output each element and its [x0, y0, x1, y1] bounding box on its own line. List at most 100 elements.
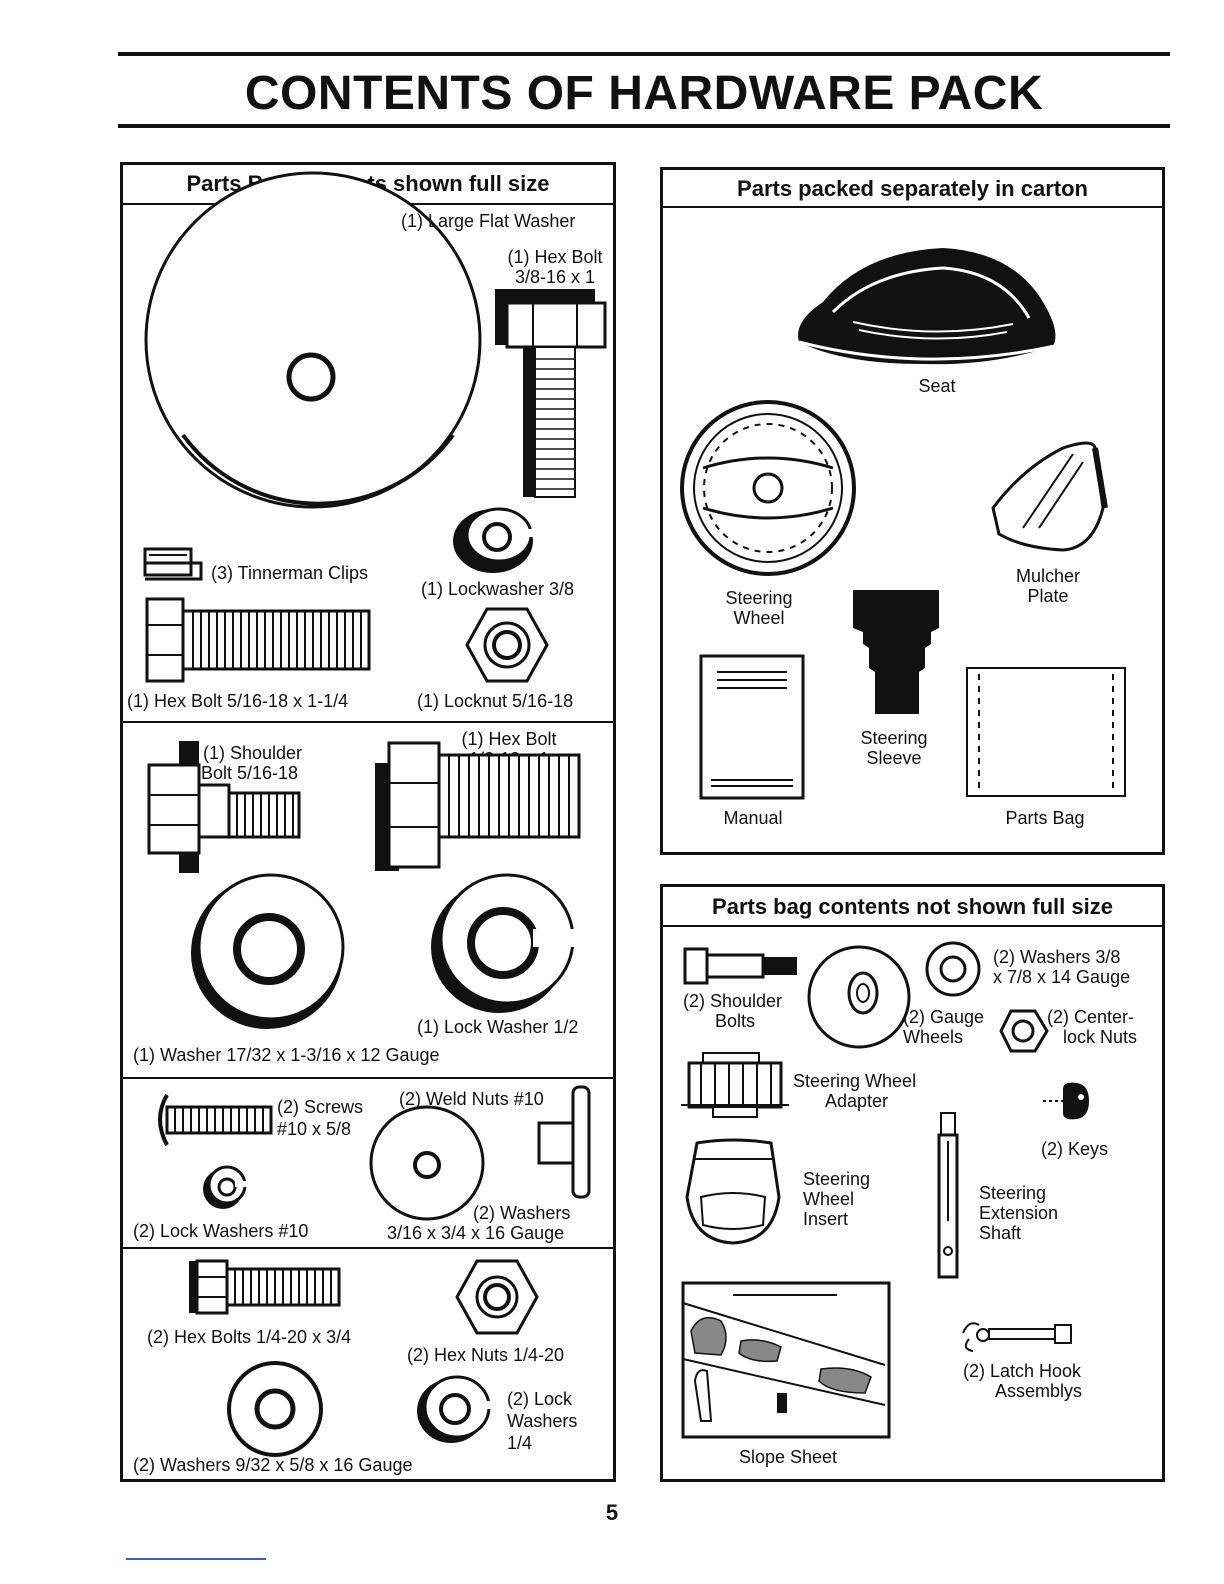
- steering-wheel-adapter-icon: [681, 1052, 789, 1118]
- title-bottom-rule: [118, 124, 1170, 128]
- shoulder-bolts-label-1: (2) Shoulder: [683, 991, 783, 1011]
- hex-bolt-1-4-icon: [189, 1259, 341, 1315]
- shoulder-bolts-icon: [683, 947, 797, 985]
- hex-bolt-3-8-label-2: 3/8-16 x 1: [514, 267, 596, 287]
- washer-17-32-label: (1) Washer 17/32 x 1-3/16 x 12 Gauge: [133, 1045, 440, 1065]
- manual-label: Manual: [723, 808, 783, 828]
- hex-bolt-1-2-icon: [375, 741, 581, 871]
- parts-bag-not-full-size-panel: Parts bag contents not shown full size (…: [660, 884, 1165, 1482]
- lock-washers-1-4-label-1: (2) Lock: [507, 1389, 573, 1409]
- washer-17-32-icon: [191, 873, 345, 1029]
- steering-wheel-label-2: Wheel: [733, 608, 785, 628]
- shoulder-bolt-icon: [147, 741, 301, 873]
- mulcher-plate-label-2: Plate: [1027, 586, 1069, 606]
- screws-label-2: #10 x 5/8: [277, 1119, 352, 1139]
- seat-label: Seat: [918, 376, 956, 396]
- screws-label-1: (2) Screws: [277, 1097, 364, 1117]
- tinnerman-clip-icon: [143, 547, 203, 581]
- manual-icon: [699, 654, 805, 800]
- title-top-rule: [118, 52, 1170, 56]
- gauge-wheels-label-2: Wheels: [903, 1027, 964, 1047]
- carton-panel-header: Parts packed separately in carton: [663, 170, 1162, 208]
- section-1: (1) Large Flat Washer (1) Hex Bolt 3/8-1…: [123, 171, 613, 723]
- hex-bolts-1-4-label: (2) Hex Bolts 1/4-20 x 3/4: [147, 1327, 352, 1347]
- mulcher-plate-icon: [991, 441, 1108, 552]
- shoulder-bolt-label-1: (1) Shoulder: [203, 743, 303, 763]
- gauge-wheel-icon: [807, 945, 911, 1049]
- washers-9-32-label: (2) Washers 9/32 x 5/8 x 16 Gauge: [133, 1455, 413, 1475]
- latch-hook-label-1: (2) Latch Hook: [963, 1361, 1082, 1381]
- hex-bolt-5-16-label: (1) Hex Bolt 5/16-18 x 1-1/4: [127, 691, 349, 711]
- hex-bolt-3-8-icon: [495, 289, 607, 498]
- lock-washers-1-4-label-2: Washers: [507, 1411, 578, 1431]
- steering-wheel-insert-icon: [685, 1138, 781, 1245]
- parts-bag-full-size-panel: Parts Bag contents shown full size (1) L…: [120, 162, 616, 1482]
- steering-sleeve-label-2: Sleeve: [866, 748, 922, 768]
- shoulder-bolts-label-2: Bolts: [715, 1011, 756, 1031]
- ext-shaft-label-2: Extension: [979, 1203, 1059, 1223]
- page-title: CONTENTS OF HARDWARE PACK: [244, 67, 1044, 120]
- steering-sleeve-label-1: Steering: [860, 728, 928, 748]
- hex-bolt-5-16-icon: [145, 597, 371, 683]
- tinnerman-clips-label: (3) Tinnerman Clips: [211, 563, 369, 583]
- lock-washers-1-4-label-3: 1/4: [507, 1433, 533, 1453]
- locknut-5-16-label: (1) Locknut 5/16-18: [417, 691, 574, 711]
- parts-bag-icon: [966, 667, 1126, 797]
- hex-nuts-1-4-label: (2) Hex Nuts 1/4-20: [407, 1345, 565, 1365]
- lock-washer-10-icon: [203, 1165, 247, 1209]
- steering-extension-shaft-icon: [937, 1112, 959, 1279]
- lockwasher-3-8-icon: [453, 507, 533, 573]
- page-number: 5: [605, 1500, 619, 1525]
- large-flat-washer-icon: [144, 171, 482, 509]
- lock-washer-1-2-label: (1) Lock Washer 1/2: [417, 1017, 579, 1037]
- washers-3-16-label-2: 3/16 x 3/4 x 16 Gauge: [387, 1223, 565, 1243]
- hex-bolt-3-8-label-1: (1) Hex Bolt: [507, 247, 603, 267]
- parts-bag-not-full-size-header: Parts bag contents not shown full size: [663, 887, 1162, 927]
- steering-sleeve-icon: [853, 590, 939, 714]
- carton-panel: Parts packed separately in carton Seat S…: [660, 167, 1165, 855]
- washers-3-16-label-1: (2) Washers: [473, 1203, 571, 1223]
- centerlock-nuts-label-2: lock Nuts: [1063, 1027, 1138, 1047]
- gauge-wheels-label-1: (2) Gauge: [903, 1007, 985, 1027]
- steering-wheel-label-1: Steering: [725, 588, 793, 608]
- washers-3-8-label-2: x 7/8 x 14 Gauge: [993, 967, 1131, 987]
- lock-washer-1-2-icon: [431, 873, 579, 1013]
- ext-shaft-label-3: Shaft: [979, 1223, 1022, 1243]
- section-4: (2) Hex Bolts 1/4-20 x 3/4 (2) Hex Nuts …: [123, 1249, 613, 1479]
- shoulder-bolt-label-2: Bolt 5/16-18: [201, 763, 299, 783]
- steering-wheel-icon: [680, 400, 856, 576]
- hex-nut-1-4-icon: [455, 1259, 539, 1335]
- sw-adapter-label-1: Steering Wheel: [793, 1071, 917, 1091]
- washer-3-8-icon: [925, 941, 981, 997]
- sw-insert-label-1: Steering: [803, 1169, 871, 1189]
- centerlock-nut-icon: [999, 1009, 1049, 1053]
- washer-3-16-icon: [369, 1105, 485, 1221]
- lock-washer-1-4-icon: [417, 1375, 491, 1443]
- large-flat-washer-label: (1) Large Flat Washer: [401, 211, 576, 231]
- sw-adapter-label-2: Adapter: [825, 1091, 889, 1111]
- centerlock-nuts-label-1: (2) Center-: [1047, 1007, 1135, 1027]
- mulcher-plate-label-1: Mulcher: [1015, 566, 1081, 586]
- latch-hook-label-2: Assemblys: [995, 1381, 1083, 1401]
- weld-nut-icon: [537, 1085, 591, 1199]
- sw-insert-label-3: Insert: [803, 1209, 849, 1229]
- hex-bolt-1-2-label-1: (1) Hex Bolt: [461, 729, 557, 749]
- screw-10-icon: [158, 1093, 273, 1146]
- section-3: (2) Screws #10 x 5/8 (2) Weld Nuts #10 (…: [123, 1079, 613, 1249]
- keys-label: (2) Keys: [1041, 1139, 1109, 1159]
- sw-insert-label-2: Wheel: [803, 1189, 855, 1209]
- slope-sheet-label: Slope Sheet: [738, 1447, 838, 1467]
- latch-hook-icon: [962, 1322, 1072, 1352]
- lock-washers-10-label: (2) Lock Washers #10: [133, 1221, 309, 1241]
- weld-nuts-label: (2) Weld Nuts #10: [399, 1089, 544, 1109]
- ext-shaft-label-1: Steering: [979, 1183, 1047, 1203]
- seat-icon: [798, 248, 1056, 365]
- washer-9-32-icon: [227, 1361, 323, 1457]
- parts-bag-label: Parts Bag: [1005, 808, 1085, 828]
- lockwasher-3-8-label: (1) Lockwasher 3/8: [421, 579, 575, 599]
- locknut-5-16-icon: [465, 607, 549, 683]
- slope-sheet-icon: [681, 1281, 891, 1439]
- blue-underline-mark: [126, 1558, 266, 1560]
- washers-3-8-label-1: (2) Washers 3/8: [993, 947, 1121, 967]
- section-2: (1) Shoulder Bolt 5/16-18 (1) Hex Bolt 1…: [123, 723, 613, 1079]
